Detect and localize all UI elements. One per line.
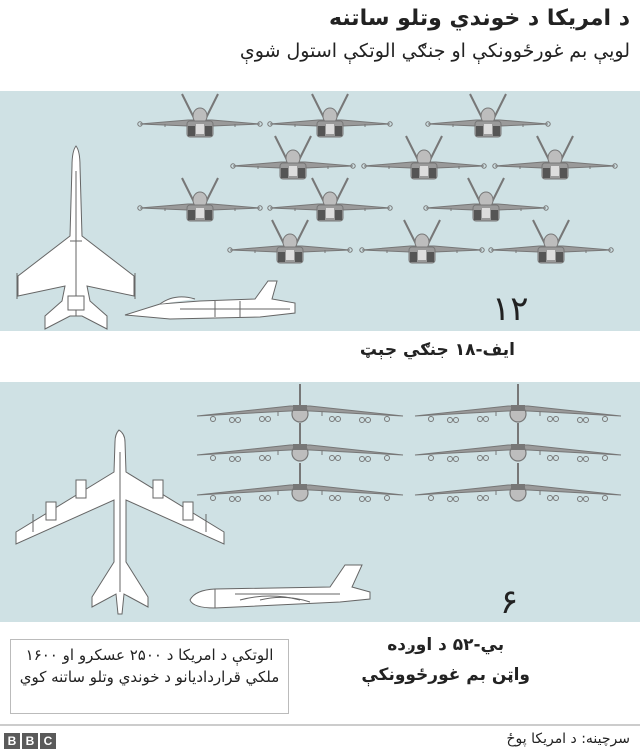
bbc-logo-letter-c: C bbox=[40, 733, 56, 749]
b52-front-view-icon bbox=[196, 383, 622, 503]
bbc-logo-letter-b2: B bbox=[22, 733, 38, 749]
b52-label-line2: واټن بم غورځوونکې bbox=[361, 665, 530, 685]
b52-side-view-icon bbox=[189, 564, 371, 609]
b52-label: بي-۵۲ د اوږده واټن بم غورځوونکې bbox=[361, 630, 530, 690]
b52-top-view-icon bbox=[15, 429, 225, 615]
b52-illustration bbox=[15, 383, 622, 615]
f18-top-view-icon bbox=[16, 145, 136, 330]
bbc-logo: B B C bbox=[4, 733, 56, 749]
f18-front-view-icon bbox=[136, 93, 619, 264]
page-title: د امریکا د خوندي وتلو ساتنه bbox=[328, 6, 630, 31]
bbc-logo-letter-b1: B bbox=[4, 733, 20, 749]
b52-label-line1: بي-۵۲ د اوږده bbox=[387, 635, 505, 655]
f18-illustration bbox=[16, 93, 619, 330]
f18-label: ایف-۱۸ جنګي جېټ bbox=[359, 340, 515, 360]
note-box: الوتکې د امریکا د ۲۵۰۰ عسکرو او ۱۶۰۰ ملک… bbox=[10, 639, 289, 714]
b52-count: ۶ bbox=[500, 582, 519, 622]
f18-panel: ۱۲ bbox=[0, 91, 640, 331]
f18-count: ۱۲ bbox=[492, 289, 529, 329]
source-text: سرچینه: د امریکا پوځ bbox=[506, 731, 630, 747]
page-subtitle: لويې بم غورځوونکې او جنګي الوتکې استول ش… bbox=[239, 40, 630, 62]
footer-divider bbox=[0, 724, 640, 726]
b52-panel: ۶ bbox=[0, 382, 640, 622]
f18-side-view-icon bbox=[124, 280, 296, 320]
